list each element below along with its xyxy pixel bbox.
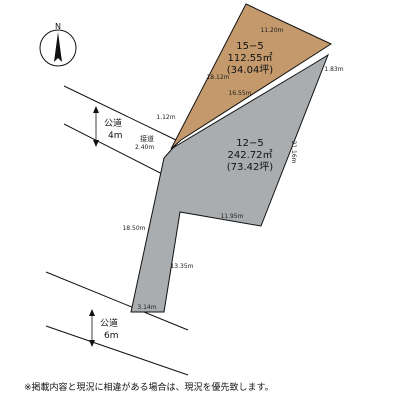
compass-label: N xyxy=(55,22,61,31)
dim-top: 11.20m xyxy=(260,27,283,34)
dim-west: 18.12m xyxy=(206,74,229,81)
dim-east-small: 1.83m xyxy=(324,66,343,73)
dim-divider: 16.55m xyxy=(228,90,251,97)
road-6m-width: 6m xyxy=(104,331,119,341)
road-6m: 公道 6m xyxy=(45,271,189,376)
road-4m-type: 公道 xyxy=(104,117,122,129)
dim-corner: 1.12m xyxy=(156,114,175,121)
lot-15-5-id: 15−5 xyxy=(236,41,263,52)
compass-circle xyxy=(39,29,77,67)
road-4m-width: 4m xyxy=(108,131,123,141)
road-4m: 公道 4m xyxy=(63,85,177,182)
lot-15-5 xyxy=(170,3,333,150)
lot-12-5-id: 12−5 xyxy=(236,138,263,149)
dim-stem: 13.35m xyxy=(170,263,193,270)
north-compass: N xyxy=(39,22,77,67)
road-4m-edge-upper xyxy=(63,85,177,141)
dim-west-long: 18.50m xyxy=(122,225,145,232)
lot-15-5-tsubo: (34.04坪) xyxy=(227,63,274,76)
compass-needle xyxy=(54,32,62,62)
road-4m-edge-lower xyxy=(63,123,177,182)
dim-east: 21.16m xyxy=(290,140,297,163)
road-4m-arrow-head-bottom xyxy=(93,140,99,147)
road-6m-type: 公道 xyxy=(100,317,118,329)
road-6m-arrow-head-top xyxy=(89,309,95,316)
road-6m-arrow-head-bottom xyxy=(89,340,95,347)
dim-inner: 11.95m xyxy=(220,213,243,220)
road-4m-arrow-head-top xyxy=(93,106,99,113)
dim-stem-bottom: 3.14m xyxy=(137,304,156,311)
disclaimer-note: ※掲載内容と現況に相違がある場合は、現況を優先致します。 xyxy=(24,383,274,393)
lot-12-5-tsubo: (73.42坪) xyxy=(227,160,274,173)
frontage-label: 接道 xyxy=(140,134,154,143)
road-6m-edge-lower xyxy=(45,325,189,376)
road-6m-edge-upper xyxy=(45,271,189,331)
lot-15-5-area: 112.55㎡ xyxy=(228,52,273,64)
lot-12-5 xyxy=(130,53,330,313)
lot-12-5-area: 242.72㎡ xyxy=(228,149,273,161)
frontage-value: 2.40m xyxy=(135,144,154,151)
